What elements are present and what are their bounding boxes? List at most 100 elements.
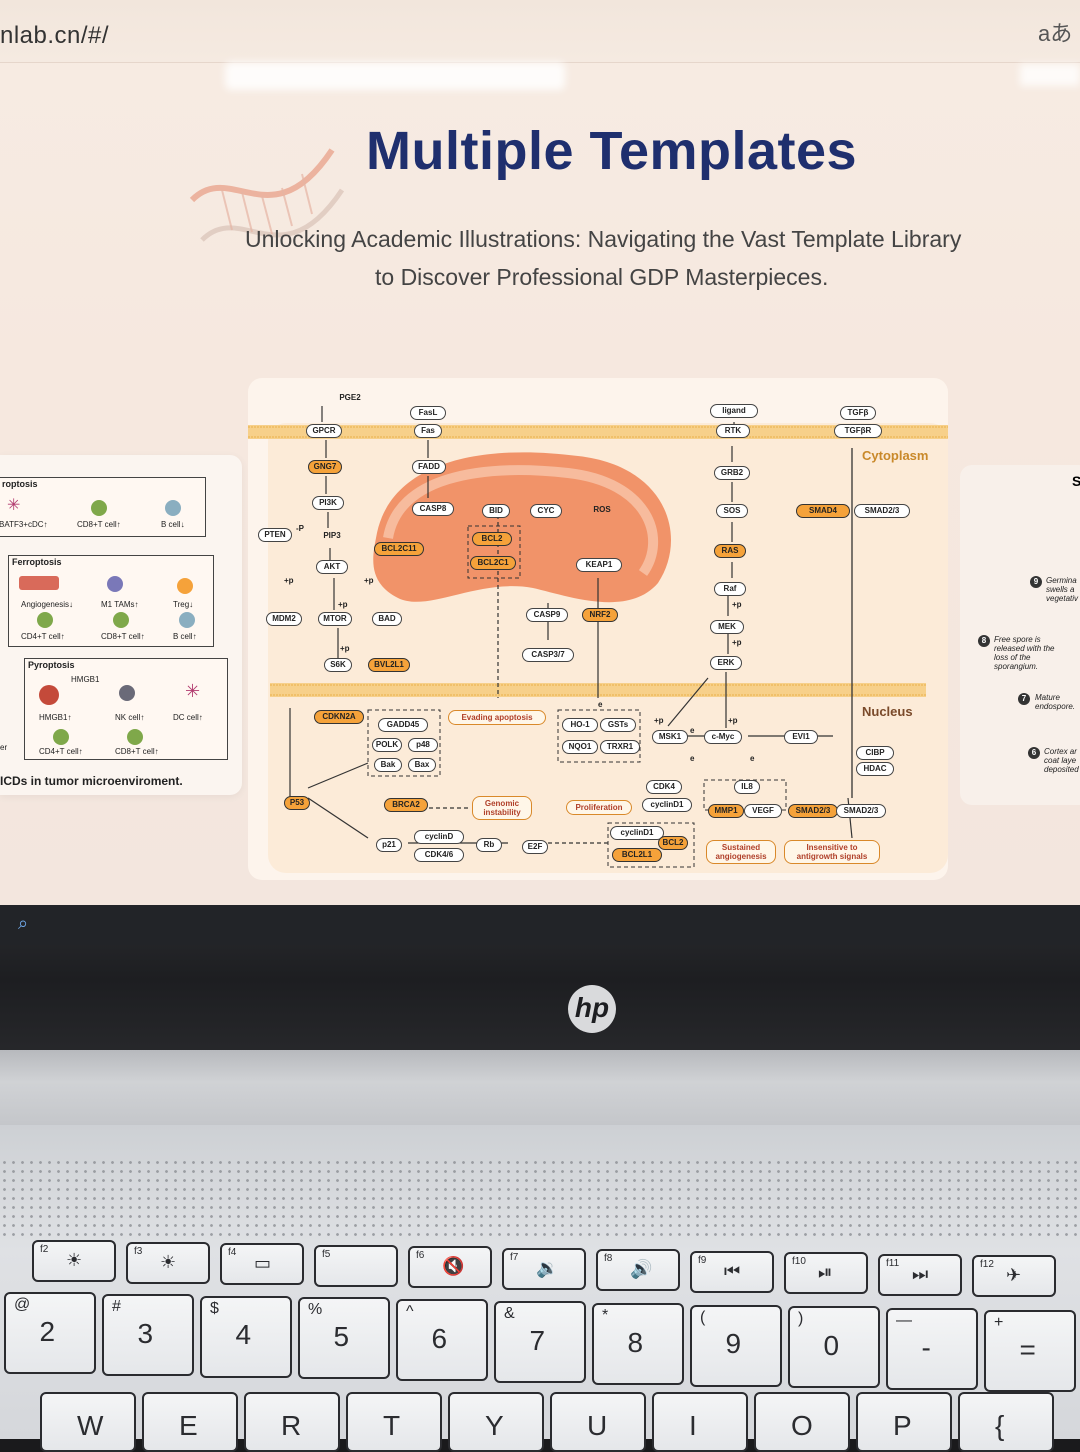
node-pge2: PGE2 xyxy=(339,393,361,402)
node-insensitive: Insensitive to antigrowth signals xyxy=(784,840,880,864)
annotation-p: +p xyxy=(364,576,374,585)
node-gng7: GNG7 xyxy=(308,460,342,474)
node-grb2: GRB2 xyxy=(714,466,750,480)
node-p21: p21 xyxy=(376,838,402,852)
node-rb: Rb xyxy=(476,838,502,852)
node-akt: AKT xyxy=(316,560,348,574)
step-number: 9 xyxy=(1030,576,1042,588)
node-bax: Bax xyxy=(408,758,436,772)
node-trxr1: TRXR1 xyxy=(600,740,640,754)
node-smad23n: SMAD2/3 xyxy=(788,804,838,818)
annotation-pneg: -P xyxy=(296,524,304,533)
cell-label: NK cell↑ xyxy=(115,713,145,722)
search-icon[interactable]: ⌕ xyxy=(18,913,29,933)
cd8-cell-icon xyxy=(127,729,143,745)
template-card-icd[interactable]: roptosis BATF3+cDC↑ CD8+T cell↑ B cell↓ … xyxy=(0,455,242,795)
annotation-p: +p xyxy=(654,716,664,725)
url-text[interactable]: nlab.cn/#/ xyxy=(0,22,110,49)
node-casp37: CASP3/7 xyxy=(522,648,574,662)
section-ferroptosis: Ferroptosis Angiogenesis↓ M1 TAMs↑ Treg↓… xyxy=(8,555,214,647)
node-e2f: E2F xyxy=(522,840,548,854)
node-cyclind1: cyclinD1 xyxy=(642,798,692,812)
node-cyclind1b: cyclinD1 xyxy=(610,826,664,840)
node-cibp: CIBP xyxy=(856,746,894,760)
section-title: Pyroptosis xyxy=(28,660,75,670)
node-keap1: KEAP1 xyxy=(576,558,622,572)
node-bid: BID xyxy=(482,504,510,518)
node-erk: ERK xyxy=(710,656,742,670)
node-cyc: CYC xyxy=(530,504,562,518)
node-casp9: CASP9 xyxy=(526,608,568,622)
node-ligand: ligand xyxy=(710,404,758,418)
screen-glare xyxy=(1020,64,1080,86)
node-hdac: HDAC xyxy=(856,762,894,776)
b-cell-icon xyxy=(179,612,195,628)
node-genomic: Genomic instability xyxy=(472,796,532,820)
annotation-e: e xyxy=(598,700,603,709)
speaker-grille xyxy=(0,1158,1080,1238)
node-bad: BAD xyxy=(372,612,402,626)
region-label-nucleus: Nucleus xyxy=(862,704,913,719)
node-angiogenesis: Sustained angiogenesis xyxy=(706,840,776,864)
node-polk: POLK xyxy=(372,738,402,752)
node-proliferation: Proliferation xyxy=(566,800,632,815)
browser-address-bar[interactable]: nlab.cn/#/ aあ xyxy=(0,0,1080,63)
node-cdk4: CDK4 xyxy=(646,780,682,794)
node-tgfbr: TGFβR xyxy=(834,424,882,438)
cell-label: B cell↓ xyxy=(161,520,185,529)
section-apoptosis: roptosis BATF3+cDC↑ CD8+T cell↑ B cell↓ … xyxy=(0,477,206,537)
laptop-screen: nlab.cn/#/ aあ Multiple Templates Unlocki… xyxy=(0,0,1080,905)
step-number: 6 xyxy=(1028,747,1040,759)
cell-label: CD8+T cell↑ xyxy=(101,632,145,641)
step-note: Mature endospore. xyxy=(1035,693,1076,711)
step-number: 8 xyxy=(978,635,990,647)
node-bvl2l1: BVL2L1 xyxy=(368,658,410,672)
annotation-p: +p xyxy=(338,600,348,609)
node-fadd: FADD xyxy=(412,460,446,474)
node-tgfb: TGFβ xyxy=(840,406,876,420)
cell-label: er xyxy=(0,743,8,752)
page-subtitle: Unlocking Academic Illustrations: Naviga… xyxy=(245,226,962,252)
cell-label: CD4+T cell↑ xyxy=(39,747,83,756)
dendritic-cell-icon: ✳ xyxy=(185,681,201,701)
node-vegf: VEGF xyxy=(744,804,782,818)
node-mek: MEK xyxy=(710,620,744,634)
node-bak: Bak xyxy=(374,758,402,772)
translate-icon[interactable]: aあ xyxy=(1038,21,1073,46)
cell-label: CD4+T cell↑ xyxy=(21,632,65,641)
node-ras: RAS xyxy=(714,544,746,558)
node-gpcr: GPCR xyxy=(306,424,342,438)
cell-label: HMGB1↑ xyxy=(39,713,72,722)
node-mtor: MTOR xyxy=(318,612,352,626)
cd8-cell-icon xyxy=(113,612,129,628)
node-sos: SOS xyxy=(716,504,748,518)
step-note: Free spore is released with the loss of … xyxy=(994,635,1055,671)
annotation-e: e xyxy=(690,754,695,763)
node-brca2: BRCA2 xyxy=(384,798,428,812)
node-bcl2b: BCL2 xyxy=(658,836,688,850)
page-title: Multiple Templates xyxy=(366,121,858,181)
node-bcl2c1: BCL2C1 xyxy=(470,556,516,570)
node-cdkn2a: CDKN2A xyxy=(314,710,364,724)
cell-label: DC cell↑ xyxy=(173,713,203,722)
hp-logo: hp xyxy=(568,985,616,1033)
node-nqo1: NQO1 xyxy=(562,740,598,754)
node-p53: P53 xyxy=(284,796,310,810)
node-bcl2: BCL2 xyxy=(472,532,512,546)
step-note: Cortex ar coat laye deposited xyxy=(1044,747,1079,774)
node-s6k: S6K xyxy=(324,658,352,672)
cell-label: M1 TAMs↑ xyxy=(101,600,139,609)
node-smad23: SMAD2/3 xyxy=(854,504,910,518)
annotation-p: +p xyxy=(284,576,294,585)
template-card-spore[interactable]: S 9 Germina swells a vegetativ 8 Free sp… xyxy=(960,465,1080,805)
annotation-p: +p xyxy=(732,638,742,647)
treg-icon xyxy=(177,578,193,594)
node-raf: Raf xyxy=(714,582,746,596)
cell-label: BATF3+cDC↑ xyxy=(0,520,48,529)
macrophage-icon xyxy=(107,576,123,592)
node-gsts: GSTs xyxy=(600,718,636,732)
annotation-e: e xyxy=(690,726,695,735)
vessel-icon xyxy=(19,576,59,590)
node-nrf2: NRF2 xyxy=(582,608,618,622)
